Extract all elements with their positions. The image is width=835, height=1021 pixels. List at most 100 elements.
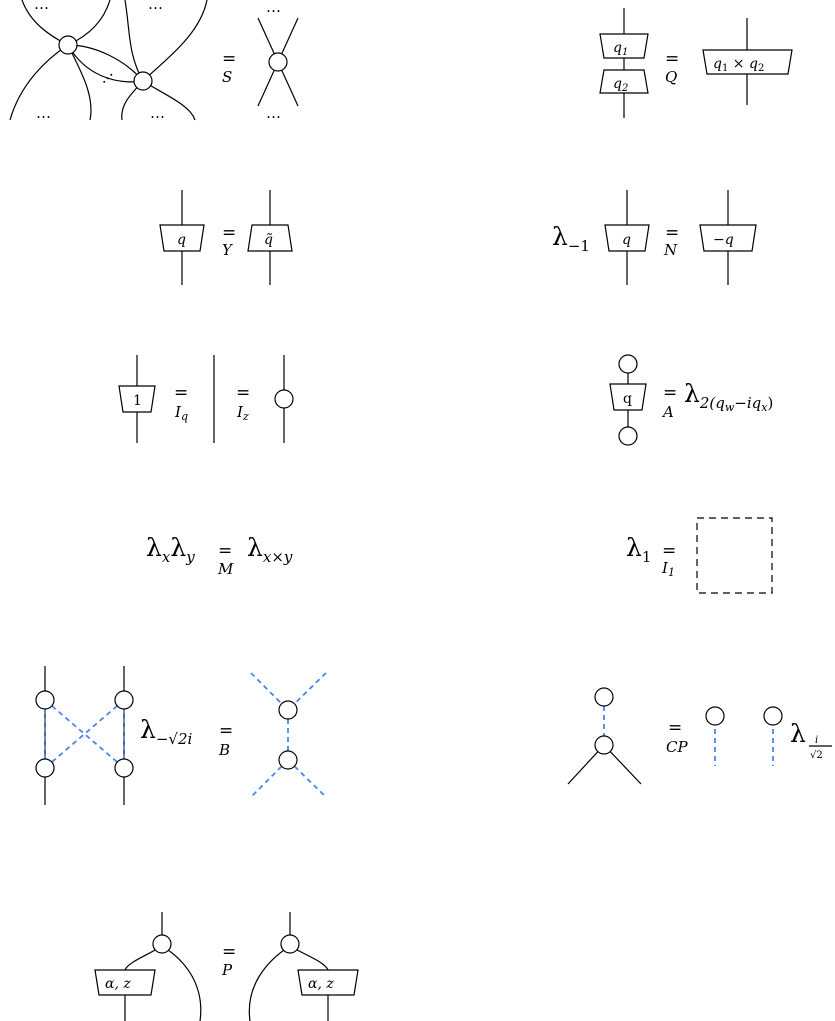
s-rule-name: S — [222, 68, 232, 86]
a-rule-name: A — [661, 403, 674, 421]
rule-a: q = A λ2(qw−iqx) — [609, 354, 773, 446]
b-spider-node — [278, 750, 298, 770]
iz-equals: = — [236, 383, 250, 403]
s-spider-node — [133, 71, 153, 91]
n-equals: = — [665, 223, 679, 243]
rule-iq-iz: 1 = Iq = Iz — [118, 355, 294, 443]
q-box-bottom — [599, 69, 649, 94]
s-ellipsis-label: … — [36, 104, 53, 122]
rule-cp: = CP λ i √2 — [567, 687, 832, 785]
n-box-left-label: q — [622, 232, 631, 248]
y-box-right — [247, 224, 293, 252]
s-equals: = — [222, 49, 236, 69]
cp-equals: = — [668, 718, 682, 738]
p-rule-name: P — [221, 961, 233, 979]
p-phase-box — [94, 969, 156, 996]
s-ellipsis-label: … — [93, 62, 118, 87]
rule-s: … … … … … = S … … — [9, 0, 299, 122]
rule-n: λ−1 q = N −q — [552, 190, 757, 285]
p-equals: = — [222, 942, 236, 962]
p-spider-node — [280, 934, 300, 954]
rule-q: q1 q2 = Q q1 × q2 — [599, 8, 793, 118]
m-rule-name: M — [217, 560, 234, 578]
q-product-box — [702, 49, 793, 75]
p-phase-box-label: α, z — [308, 976, 334, 992]
y-rule-name: Y — [222, 241, 234, 259]
b-spider-node — [114, 690, 134, 710]
b-rule-name: B — [218, 741, 230, 759]
iq-equals: = — [174, 383, 188, 403]
a-box-label: q — [623, 391, 632, 407]
s-wire — [67, 44, 92, 121]
b-spider-node — [35, 690, 55, 710]
cp-lambda: λ — [790, 719, 806, 748]
n-box-right-label: −q — [713, 232, 734, 248]
i1-empty-diagram — [696, 517, 773, 594]
s-spider-node — [58, 35, 78, 55]
b-spider-node — [114, 758, 134, 778]
m-lhs: λxλy — [146, 533, 195, 566]
rule-b: λ−√2i = B — [35, 666, 327, 805]
p-wire — [161, 945, 202, 1021]
iq-box-label: 1 — [133, 393, 142, 409]
cp-rule-name: CP — [666, 738, 688, 756]
rule-i1: λ1 = I1 — [626, 517, 773, 594]
y-box-left-label: q — [177, 232, 186, 248]
q-rule-name: Q — [665, 68, 677, 86]
a-equals: = — [663, 383, 677, 403]
cp-frac-numerator: i — [815, 735, 818, 746]
s-ellipsis-label: … — [266, 0, 283, 16]
p-phase-box-label: α, z — [105, 976, 131, 992]
p-phase-box — [297, 969, 359, 996]
s-wire — [124, 0, 144, 82]
m-rhs: λx×y — [247, 533, 293, 566]
s-wire — [142, 0, 208, 82]
rule-y: q = Y q̃ — [159, 190, 293, 285]
b-equals: = — [219, 721, 233, 741]
s-ellipsis-label: … — [34, 0, 51, 13]
m-equals: = — [218, 541, 232, 561]
cp-spider-node — [594, 687, 614, 707]
y-equals: = — [222, 223, 236, 243]
b-lambda: λ−√2i — [140, 715, 193, 748]
a-bottom-node — [618, 426, 638, 446]
cp-spider-node — [705, 706, 725, 726]
s-spider-node — [268, 52, 288, 72]
y-box-left — [159, 224, 205, 252]
i1-rule-name: I1 — [661, 559, 675, 579]
b-dashed-edge — [44, 699, 125, 769]
q-product-label: q1 × q2 — [713, 56, 764, 74]
q-box-top-label: q1 — [613, 40, 628, 58]
a-box — [609, 383, 647, 411]
iz-spider-node — [274, 389, 294, 409]
a-lambda: λ2(qw−iqx) — [684, 379, 773, 414]
s-ellipsis-label: … — [148, 0, 165, 13]
b-spider-node — [278, 700, 298, 720]
rule-m: λxλy = M λx×y — [146, 533, 293, 578]
b-dashed-edge — [44, 699, 125, 769]
cp-spider-node — [594, 735, 614, 755]
b-spider-node — [35, 758, 55, 778]
i1-equals: = — [662, 541, 676, 561]
rule-p: α, z = P α, z — [94, 912, 359, 1021]
i1-lambda: λ1 — [626, 533, 651, 566]
n-box-left — [604, 224, 650, 252]
q-box-top — [599, 33, 649, 59]
q-equals: = — [665, 49, 679, 69]
y-box-right-label: q̃ — [264, 232, 273, 248]
iq-rule-name: Iq — [174, 403, 188, 423]
p-spider-node — [152, 934, 172, 954]
s-ellipsis-label: … — [150, 104, 167, 122]
p-wire — [248, 945, 291, 1021]
iz-rule-name: Iz — [236, 403, 249, 423]
cp-frac-denominator: √2 — [810, 750, 823, 761]
s-ellipsis-label: … — [266, 104, 283, 122]
n-box-right — [699, 224, 757, 252]
q-box-bottom-label: q2 — [613, 76, 628, 94]
n-lambda: λ−1 — [552, 222, 590, 255]
a-top-node — [618, 354, 638, 374]
cp-spider-node — [763, 706, 783, 726]
iq-box — [118, 385, 156, 413]
n-rule-name: N — [663, 241, 678, 259]
